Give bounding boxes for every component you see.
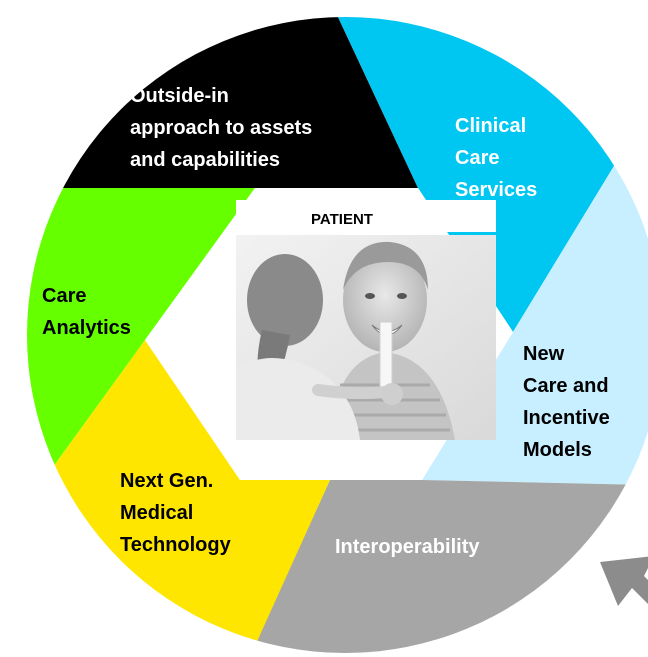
label-outside-in: Outside-in approach to assets and capabili… xyxy=(130,85,312,171)
center-label: PATIENT xyxy=(311,211,373,228)
label-line: Medical xyxy=(120,502,193,524)
label-line: Services xyxy=(455,179,537,201)
label-interoperability: Interoperability xyxy=(335,536,480,558)
center-label-bg xyxy=(236,200,496,232)
label-line: Incentive xyxy=(523,407,610,429)
label-line: Clinical xyxy=(455,115,526,137)
arrow-up-left-icon xyxy=(600,556,648,606)
label-line: Care xyxy=(42,285,86,307)
label-line: and capabilities xyxy=(130,149,280,171)
label-line: Care xyxy=(455,147,499,169)
patient-center: PATIENT xyxy=(145,188,513,480)
label-line: New xyxy=(523,343,565,365)
patient-photo xyxy=(236,235,496,440)
label-line: Interoperability xyxy=(335,536,480,558)
label-line: Outside-in xyxy=(130,85,229,107)
label-line: Care and xyxy=(523,375,609,397)
label-line: Next Gen. xyxy=(120,470,213,492)
label-line: Analytics xyxy=(42,317,131,339)
label-line: Models xyxy=(523,439,592,461)
label-line: Technology xyxy=(120,534,232,556)
segment-care-analytics xyxy=(27,188,255,540)
segment-labels: Outside-in approach to assets and capabili… xyxy=(42,85,610,558)
label-line: approach to assets xyxy=(130,117,312,139)
